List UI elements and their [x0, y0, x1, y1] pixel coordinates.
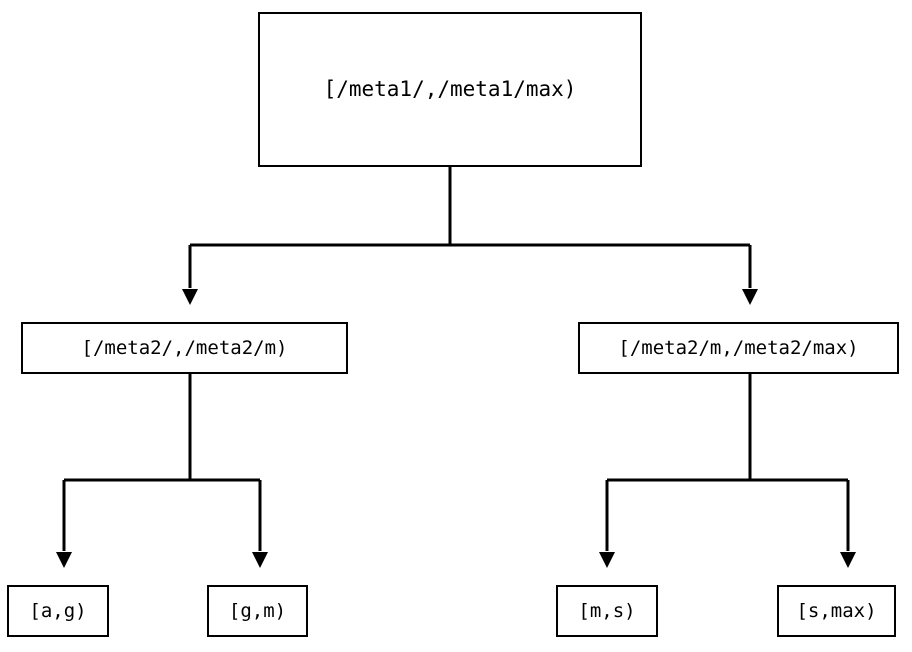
- node-mid-right[interactable]: [/meta2/m,/meta2/max): [578, 322, 899, 374]
- node-mid-left-label: [/meta2/,/meta2/m): [81, 336, 288, 359]
- node-leaf-2-label: [g,m): [228, 599, 287, 622]
- arrowhead-to-leaf-2: [252, 552, 268, 568]
- node-leaf-3[interactable]: [m,s): [556, 585, 658, 637]
- node-root[interactable]: [/meta1/,/meta1/max): [258, 12, 642, 167]
- arrowhead-to-leaf-1: [56, 552, 72, 568]
- arrowhead-to-leaf-4: [840, 552, 856, 568]
- node-leaf-4-label: [s,max): [796, 599, 877, 622]
- node-leaf-2[interactable]: [g,m): [207, 585, 308, 637]
- node-leaf-1-label: [a,g): [29, 599, 87, 622]
- node-leaf-3-label: [m,s): [578, 599, 636, 622]
- arrowhead-to-leaf-3: [599, 552, 615, 568]
- arrowhead-to-mid-left: [182, 289, 198, 305]
- node-leaf-1[interactable]: [a,g): [7, 585, 109, 637]
- arrowhead-to-mid-right: [742, 289, 758, 305]
- node-leaf-4[interactable]: [s,max): [777, 585, 896, 637]
- node-root-label: [/meta1/,/meta1/max): [323, 77, 577, 101]
- node-mid-left[interactable]: [/meta2/,/meta2/m): [21, 322, 348, 374]
- node-mid-right-label: [/meta2/m,/meta2/max): [618, 336, 859, 359]
